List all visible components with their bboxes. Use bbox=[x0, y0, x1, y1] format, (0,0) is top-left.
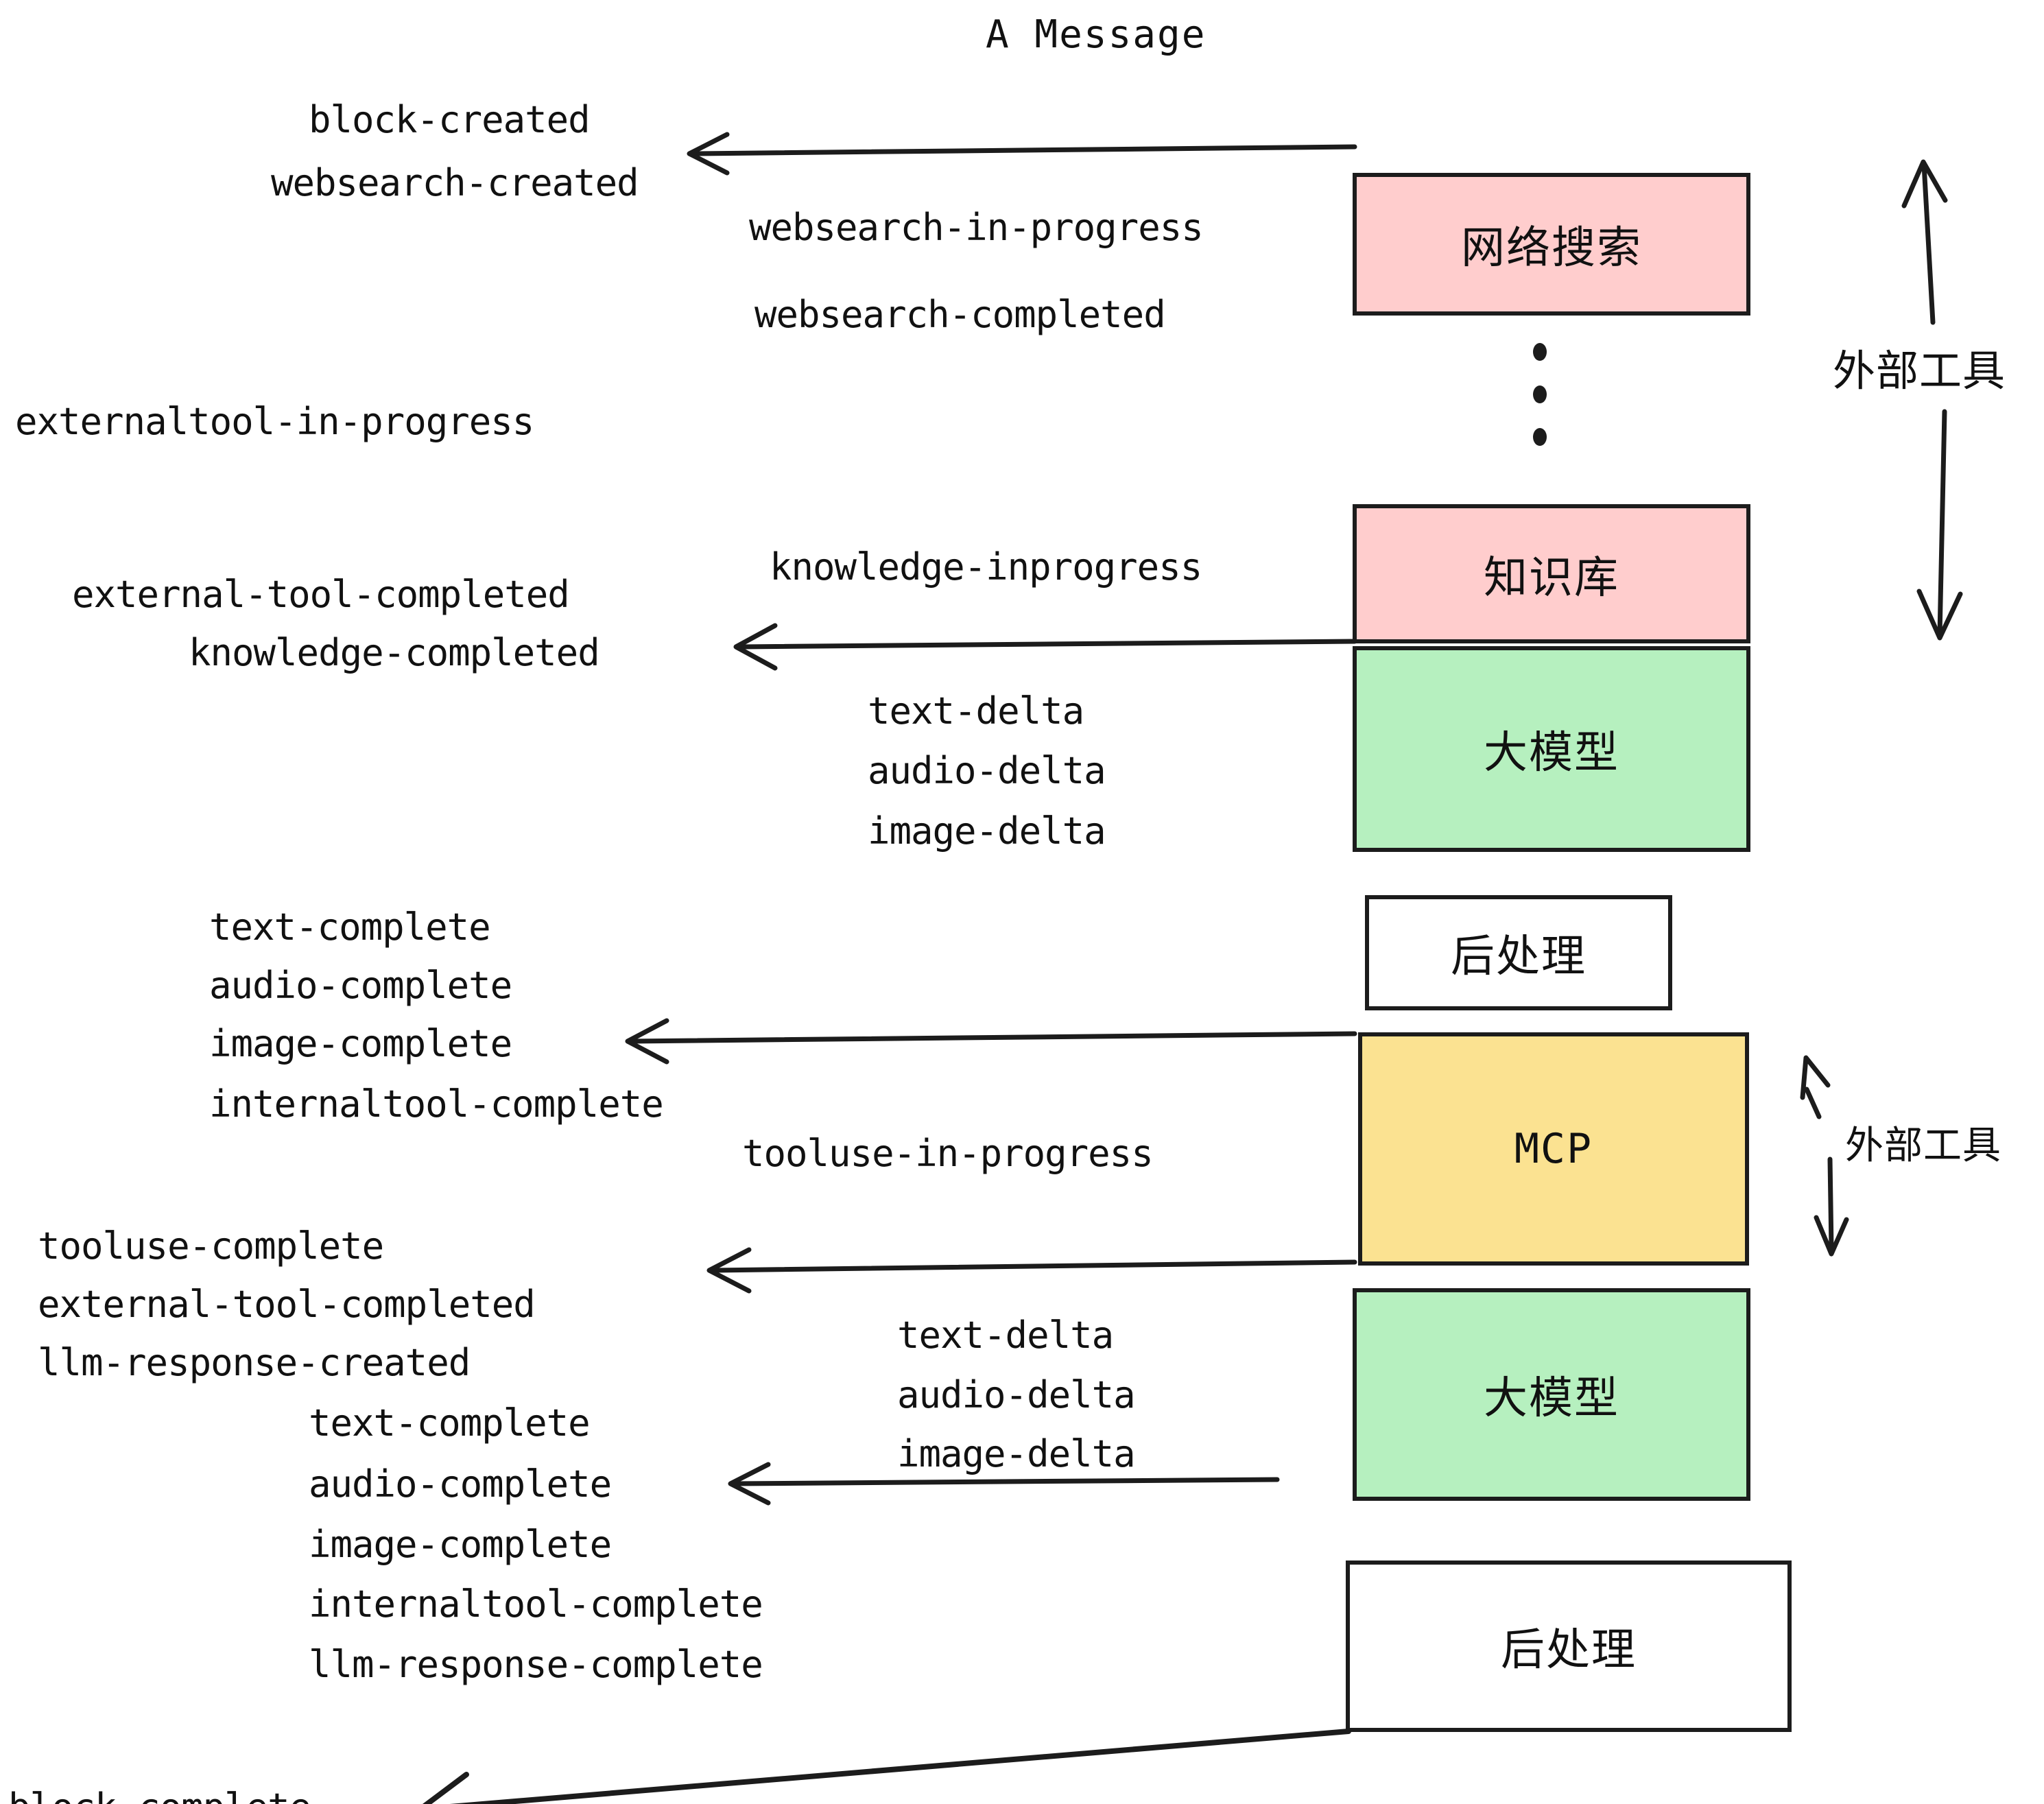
arrow-knowledge-to-completed bbox=[733, 623, 1357, 671]
box-llm-top[interactable]: 大模型 bbox=[1353, 646, 1750, 852]
box-llm-bottom-label: 大模型 bbox=[1484, 1373, 1619, 1424]
event-audio-delta-1: audio-delta bbox=[868, 749, 1106, 792]
event-llm-response-complete: llm-response-complete bbox=[309, 1643, 763, 1686]
arrow-mcp-to-tooluse-complete bbox=[706, 1247, 1357, 1294]
event-text-complete-2: text-complete bbox=[309, 1401, 591, 1445]
event-image-complete-2: image-complete bbox=[309, 1523, 612, 1566]
event-text-delta-1: text-delta bbox=[868, 689, 1084, 733]
box-llm-top-label: 大模型 bbox=[1484, 728, 1619, 779]
event-image-delta-1: image-delta bbox=[868, 809, 1106, 853]
arrow-postprocess-to-block-complete bbox=[423, 1729, 1351, 1804]
external-tools-range-top bbox=[1901, 159, 1963, 641]
event-external-tool-completed-2: external-tool-completed bbox=[38, 1283, 536, 1326]
arrow-llm-top-to-image-complete bbox=[625, 1018, 1357, 1065]
event-internaltool-complete-1: internaltool-complete bbox=[209, 1082, 664, 1126]
event-block-complete: block-complete bbox=[8, 1789, 311, 1804]
box-postprocess-top-label: 后处理 bbox=[1451, 931, 1587, 982]
event-internaltool-complete-2: internaltool-complete bbox=[309, 1582, 763, 1626]
event-websearch-in-progress: websearch-in-progress bbox=[749, 206, 1204, 249]
box-websearch-label: 网络搜索 bbox=[1461, 223, 1642, 274]
vertical-ellipsis-icon bbox=[1531, 343, 1549, 446]
box-mcp-label: MCP bbox=[1514, 1125, 1593, 1173]
event-external-tool-completed-1: external-tool-completed bbox=[72, 573, 570, 616]
event-websearch-created: websearch-created bbox=[271, 161, 639, 204]
event-text-delta-2: text-delta bbox=[897, 1314, 1114, 1357]
group-label-external-tools-bottom: 外部工具 bbox=[1845, 1124, 2001, 1168]
event-tooluse-complete: tooluse-complete bbox=[38, 1224, 384, 1268]
event-audio-delta-2: audio-delta bbox=[897, 1373, 1136, 1416]
ellipsis-dot bbox=[1533, 343, 1547, 361]
event-knowledge-completed: knowledge-completed bbox=[189, 631, 600, 674]
event-llm-response-created: llm-response-created bbox=[38, 1341, 471, 1384]
box-postprocess-bottom-label: 后处理 bbox=[1501, 1625, 1637, 1676]
arrow-websearch-to-created bbox=[687, 132, 1357, 176]
box-mcp[interactable]: MCP bbox=[1358, 1032, 1749, 1266]
event-websearch-completed: websearch-completed bbox=[754, 293, 1166, 336]
box-postprocess-bottom[interactable]: 后处理 bbox=[1346, 1560, 1792, 1732]
page-title: A Message bbox=[986, 12, 1207, 57]
box-postprocess-top[interactable]: 后处理 bbox=[1365, 895, 1672, 1010]
event-knowledge-inprogress: knowledge-inprogress bbox=[770, 545, 1202, 589]
event-externaltool-in-progress: externaltool-in-progress bbox=[15, 400, 534, 443]
event-audio-complete-1: audio-complete bbox=[209, 964, 512, 1007]
ellipsis-dot bbox=[1533, 428, 1547, 446]
box-knowledge-label: 知识库 bbox=[1484, 552, 1619, 604]
event-image-complete-1: image-complete bbox=[209, 1022, 512, 1065]
event-image-delta-2: image-delta bbox=[897, 1432, 1136, 1475]
box-knowledge[interactable]: 知识库 bbox=[1353, 504, 1750, 643]
external-tools-range-bottom bbox=[1800, 1055, 1849, 1257]
event-audio-complete-2: audio-complete bbox=[309, 1462, 612, 1506]
ellipsis-dot bbox=[1533, 385, 1547, 403]
box-llm-bottom[interactable]: 大模型 bbox=[1353, 1288, 1750, 1501]
event-tooluse-in-progress: tooluse-in-progress bbox=[742, 1132, 1154, 1175]
group-label-external-tools-top: 外部工具 bbox=[1833, 346, 2006, 396]
event-text-complete-1: text-complete bbox=[209, 905, 491, 949]
event-block-created: block-created bbox=[309, 98, 591, 141]
box-websearch[interactable]: 网络搜索 bbox=[1353, 173, 1750, 316]
